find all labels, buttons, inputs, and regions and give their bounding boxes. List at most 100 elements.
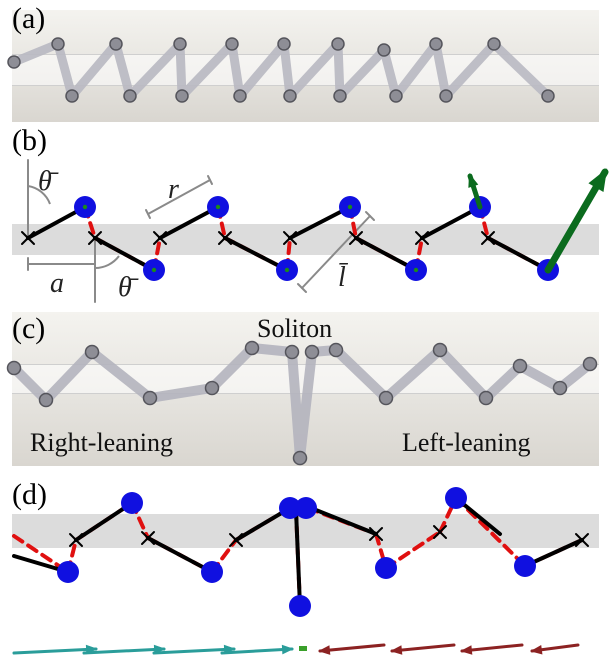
- bolt-icon: [283, 89, 297, 103]
- rod-segment: [207, 343, 257, 393]
- rod-segment: [515, 361, 565, 393]
- dim-r-tick: [145, 209, 151, 219]
- node-circle-icon: [289, 595, 311, 617]
- node-center-dot: [413, 267, 419, 273]
- pivot-cross-icon: [218, 231, 232, 245]
- bolt-icon: [429, 37, 443, 51]
- bolt-icon: [328, 342, 344, 358]
- node-circle-icon: [201, 561, 223, 583]
- bolt-icon: [541, 89, 555, 103]
- panel-label-c: (c): [12, 312, 46, 345]
- dim-l-tick: [297, 283, 307, 293]
- rod-segment: [331, 345, 391, 403]
- pivot-cross-icon: [415, 231, 429, 245]
- bolt-icon: [439, 89, 453, 103]
- rod-segment: [41, 347, 97, 405]
- rod-segment: [9, 39, 63, 67]
- bolt-icon: [109, 37, 123, 51]
- right-arrow-icon: [220, 644, 294, 655]
- bolt-icon: [284, 344, 300, 360]
- node-center-dot: [215, 204, 221, 210]
- rod-segment: [53, 39, 77, 101]
- rod-segment: [279, 39, 295, 101]
- rod-segment: [223, 236, 289, 272]
- bolt-icon: [65, 89, 79, 103]
- bolt-icon: [582, 356, 598, 372]
- photo-panel-a: [12, 10, 599, 122]
- rod-segment: [335, 45, 389, 101]
- spring-segment: [438, 496, 458, 534]
- symbol-a: a: [50, 268, 64, 299]
- pivot-cross-icon: [88, 231, 102, 245]
- bolt-icon: [7, 55, 21, 69]
- rod-segment: [145, 383, 217, 403]
- bolt-icon: [51, 37, 65, 51]
- node-circle-icon: [279, 497, 301, 519]
- rod-segment: [441, 39, 499, 101]
- bolt-icon: [204, 380, 220, 396]
- symbol-r: r: [168, 174, 179, 205]
- rod-segment: [295, 347, 317, 463]
- left-arrow-icon: [530, 643, 580, 655]
- bolt-icon: [432, 342, 448, 358]
- bolt-icon: [142, 390, 158, 406]
- pivot-cross-icon: [433, 525, 447, 539]
- bolt-icon: [378, 390, 394, 406]
- rod-segment: [9, 363, 51, 405]
- center-mark: [299, 646, 307, 651]
- node-center-dot: [347, 204, 353, 210]
- node-center-dot: [82, 204, 88, 210]
- rod-segment: [489, 39, 553, 101]
- pivot-cross-icon: [575, 533, 589, 547]
- pivot-cross-icon: [141, 531, 155, 545]
- node-circle-icon: [295, 497, 317, 519]
- bolt-icon: [331, 37, 345, 51]
- force-arrow-icon: [467, 173, 483, 210]
- panel-label-b: (b): [12, 124, 47, 157]
- rod-segment: [435, 345, 491, 403]
- rod-segment: [235, 39, 289, 101]
- pivot-cross-icon: [283, 231, 297, 245]
- angle-arc: [27, 185, 51, 205]
- left-arrow-icon: [460, 643, 524, 655]
- bolt-icon: [389, 89, 403, 103]
- rod-segment: [294, 508, 302, 608]
- panel-label-a: (a): [12, 2, 46, 35]
- rod-segment: [67, 39, 121, 101]
- rod-segment: [175, 39, 187, 101]
- bolt-icon: [333, 89, 347, 103]
- rod-segment: [125, 39, 185, 101]
- rod-segment: [379, 45, 401, 101]
- bolt-icon: [552, 380, 568, 396]
- pivot-cross-icon: [21, 231, 35, 245]
- rod-segment: [391, 39, 441, 101]
- node-center-dot: [284, 267, 290, 273]
- node-circle-icon: [121, 492, 143, 514]
- bolt-icon: [304, 344, 320, 360]
- panel-label-d: (d): [12, 478, 47, 511]
- pivot-cross-icon: [369, 527, 383, 541]
- dim-r-tick: [207, 175, 213, 185]
- rod-segment: [431, 39, 451, 101]
- bolt-icon: [487, 37, 501, 51]
- band-d: [12, 514, 599, 548]
- bolt-icon: [478, 390, 494, 406]
- bolt-icon: [292, 450, 308, 466]
- rod-segment: [87, 347, 155, 403]
- bolt-icon: [175, 89, 189, 103]
- rod-segment: [481, 361, 525, 403]
- pivot-cross-icon: [349, 231, 363, 245]
- bolt-icon: [225, 37, 239, 51]
- dim-r-line: [147, 179, 211, 215]
- soliton-title: Soliton: [257, 314, 333, 343]
- force-arrow-icon: [544, 168, 609, 274]
- rod-segment: [111, 39, 135, 101]
- node-center-dot: [151, 267, 157, 273]
- rod-segment: [177, 39, 237, 101]
- pivot-cross-icon: [153, 231, 167, 245]
- node-circle-icon: [445, 487, 467, 509]
- angle-arc: [94, 255, 120, 269]
